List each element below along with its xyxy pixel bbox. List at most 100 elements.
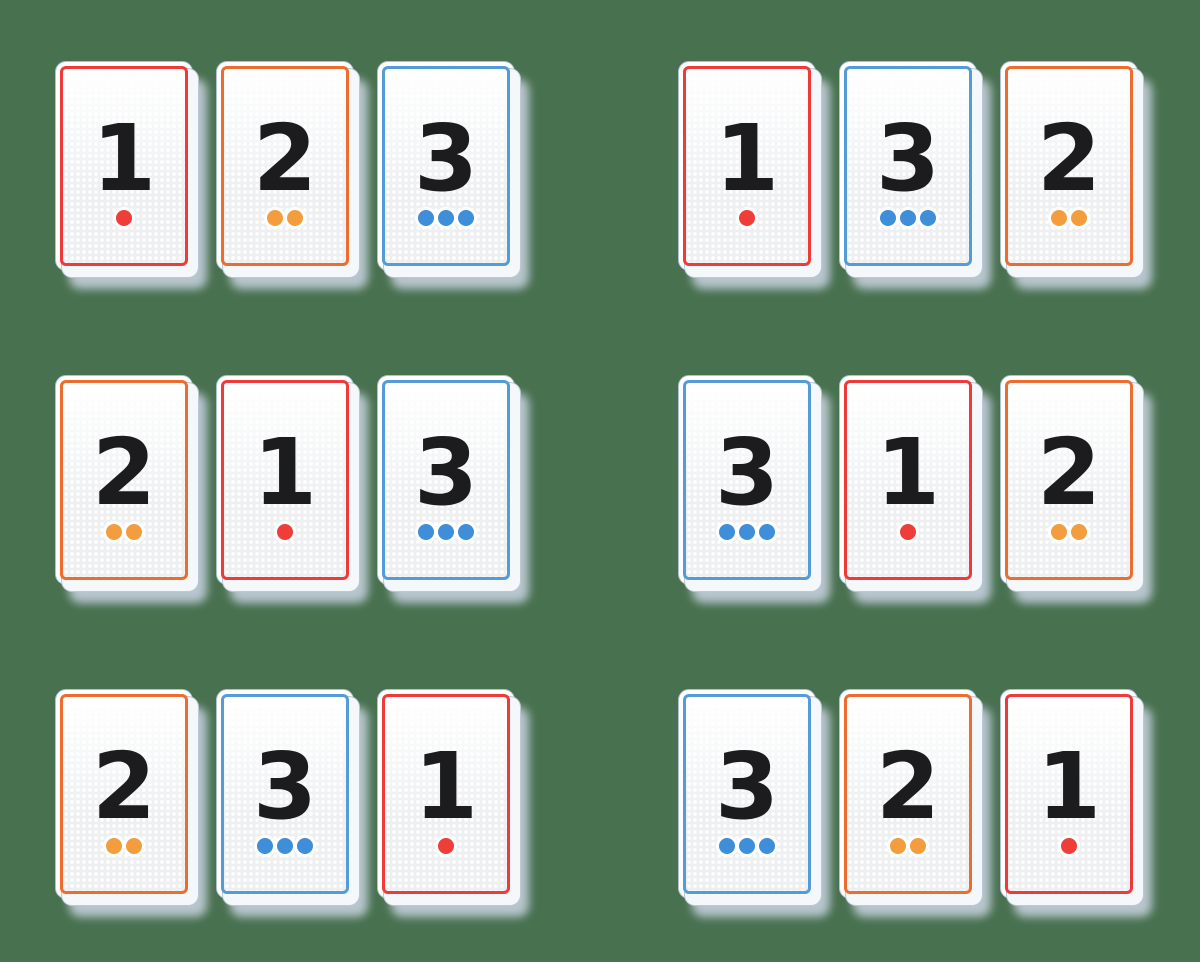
card[interactable]: 1 — [839, 375, 977, 585]
card[interactable]: 2 — [839, 689, 977, 899]
card[interactable]: 3 — [377, 61, 515, 271]
dot-icon — [458, 524, 474, 540]
dot-icon — [880, 210, 896, 226]
card-dots — [1051, 210, 1087, 226]
card-dots — [277, 524, 293, 540]
card[interactable]: 3 — [678, 375, 816, 585]
card-dots — [418, 210, 474, 226]
dot-icon — [719, 524, 735, 540]
card-group: 3 2 1 — [678, 689, 1138, 899]
dot-icon — [719, 838, 735, 854]
card-face: 3 — [844, 66, 972, 266]
card-number: 1 — [875, 419, 940, 526]
card-face: 2 — [1005, 380, 1133, 580]
dot-icon — [900, 210, 916, 226]
card-dots — [890, 838, 926, 854]
card[interactable]: 2 — [1000, 375, 1138, 585]
dot-icon — [890, 838, 906, 854]
card[interactable]: 2 — [55, 375, 193, 585]
card-dots — [106, 838, 142, 854]
card-number: 1 — [1036, 733, 1101, 840]
card-number: 3 — [413, 419, 478, 526]
card[interactable]: 3 — [216, 689, 354, 899]
card-dots — [438, 838, 454, 854]
card-number: 3 — [252, 733, 317, 840]
card-dots — [1051, 524, 1087, 540]
card[interactable]: 3 — [377, 375, 515, 585]
card-dots — [1061, 838, 1077, 854]
dot-icon — [458, 210, 474, 226]
dot-icon — [116, 210, 132, 226]
dot-icon — [1061, 838, 1077, 854]
card-number: 3 — [413, 105, 478, 212]
card[interactable]: 3 — [839, 61, 977, 271]
card-number: 3 — [875, 105, 940, 212]
card-face: 1 — [1005, 694, 1133, 894]
card-group: 2 1 3 — [55, 375, 515, 585]
card-face: 3 — [382, 380, 510, 580]
dot-icon — [1051, 524, 1067, 540]
dot-icon — [739, 838, 755, 854]
card[interactable]: 1 — [377, 689, 515, 899]
card-number: 3 — [714, 419, 779, 526]
card-dots — [257, 838, 313, 854]
card-face: 3 — [382, 66, 510, 266]
card[interactable]: 2 — [1000, 61, 1138, 271]
dot-icon — [106, 524, 122, 540]
card-dots — [900, 524, 916, 540]
dot-icon — [438, 210, 454, 226]
card[interactable]: 1 — [55, 61, 193, 271]
card-number: 2 — [91, 733, 156, 840]
card-group: 3 1 2 — [678, 375, 1138, 585]
card-face: 3 — [221, 694, 349, 894]
card[interactable]: 3 — [678, 689, 816, 899]
card-number: 1 — [714, 105, 779, 212]
card-dots — [719, 838, 775, 854]
card-dots — [739, 210, 755, 226]
card-group: 1 3 2 — [678, 61, 1138, 271]
dot-icon — [1071, 210, 1087, 226]
card-dots — [267, 210, 303, 226]
dot-icon — [910, 838, 926, 854]
card-face: 1 — [60, 66, 188, 266]
card-face: 1 — [683, 66, 811, 266]
dot-icon — [920, 210, 936, 226]
card-face: 2 — [844, 694, 972, 894]
dot-icon — [759, 838, 775, 854]
card-number: 2 — [875, 733, 940, 840]
dot-icon — [1051, 210, 1067, 226]
card-number: 3 — [714, 733, 779, 840]
dot-icon — [418, 210, 434, 226]
dot-icon — [126, 524, 142, 540]
dot-icon — [257, 838, 273, 854]
card-number: 1 — [413, 733, 478, 840]
card-face: 2 — [221, 66, 349, 266]
card-group: 2 3 1 — [55, 689, 515, 899]
card-number: 1 — [91, 105, 156, 212]
card[interactable]: 1 — [678, 61, 816, 271]
card-number: 2 — [91, 419, 156, 526]
dot-icon — [297, 838, 313, 854]
card-face: 2 — [1005, 66, 1133, 266]
dot-icon — [900, 524, 916, 540]
dot-icon — [287, 210, 303, 226]
card-face: 3 — [683, 380, 811, 580]
card-group: 1 2 3 — [55, 61, 515, 271]
card[interactable]: 2 — [55, 689, 193, 899]
dot-icon — [759, 524, 775, 540]
card[interactable]: 1 — [216, 375, 354, 585]
card-dots — [719, 524, 775, 540]
dot-icon — [438, 524, 454, 540]
dot-icon — [277, 524, 293, 540]
card-face: 1 — [844, 380, 972, 580]
dot-icon — [739, 524, 755, 540]
dot-icon — [106, 838, 122, 854]
dot-icon — [418, 524, 434, 540]
card[interactable]: 2 — [216, 61, 354, 271]
dot-icon — [438, 838, 454, 854]
card-number: 2 — [1036, 105, 1101, 212]
dot-icon — [1071, 524, 1087, 540]
card[interactable]: 1 — [1000, 689, 1138, 899]
card-dots — [418, 524, 474, 540]
